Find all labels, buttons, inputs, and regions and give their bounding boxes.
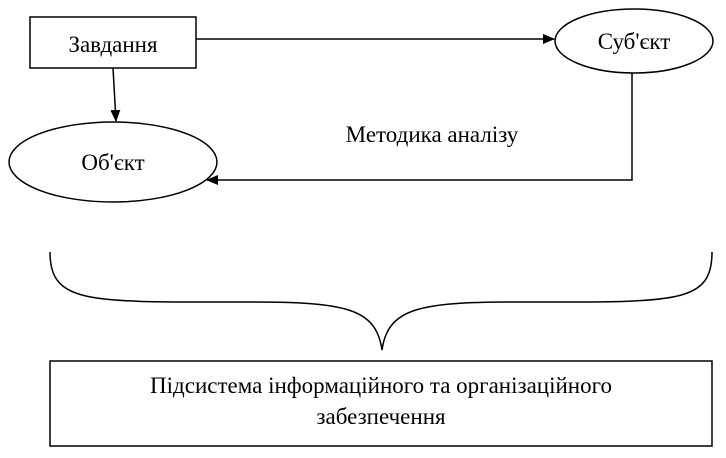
task-label: Завдання <box>68 32 158 57</box>
curly-brace <box>49 251 713 351</box>
subsystem-label-line2: забезпечення <box>316 404 446 429</box>
arrow-task-to-object <box>110 67 121 122</box>
subject-ellipse <box>554 8 714 74</box>
subsystem-box <box>49 360 713 447</box>
object-ellipse <box>8 121 218 203</box>
object-label: Об'єкт <box>81 150 144 175</box>
method-label: Методика аналізу <box>346 122 519 147</box>
task-box <box>29 16 197 69</box>
arrow-subject-to-object <box>206 73 633 185</box>
subject-label: Суб'єкт <box>598 29 671 54</box>
subsystem-label-line1: Підсистема інформаційного та організацій… <box>150 373 612 398</box>
